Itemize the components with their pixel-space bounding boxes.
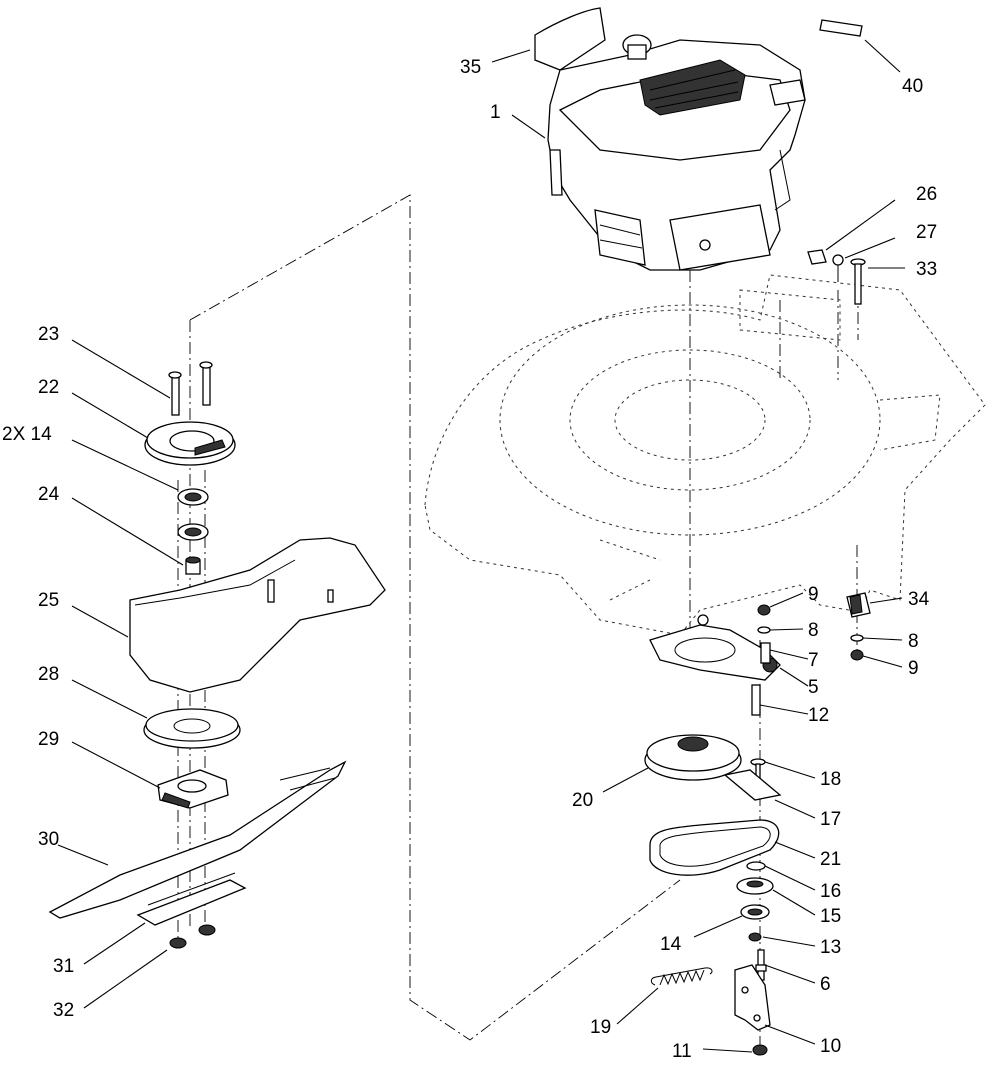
part-20-pulley — [644, 734, 742, 781]
callout-labels: 35 1 40 26 27 33 23 22 2X 14 24 25 28 29… — [2, 57, 937, 1062]
callout-21: 21 — [820, 849, 841, 870]
callout-1: 1 — [490, 102, 501, 123]
engine-assembly — [547, 34, 806, 271]
callout-35: 35 — [460, 57, 481, 78]
callout-8a: 8 — [808, 620, 819, 641]
callout-9a: 9 — [808, 584, 819, 605]
callout-31: 31 — [53, 956, 74, 977]
callout-23: 23 — [38, 324, 59, 345]
callout-7: 7 — [808, 650, 819, 671]
callout-19: 19 — [590, 1017, 611, 1038]
part-32-nuts — [169, 924, 216, 949]
part-25-shield — [129, 537, 386, 693]
callout-8b: 8 — [908, 631, 919, 652]
callout-30: 30 — [38, 829, 59, 850]
part-26-clip — [807, 249, 827, 265]
callout-18: 18 — [820, 769, 841, 790]
callout-33: 33 — [916, 259, 937, 280]
part-24-spacer — [185, 556, 201, 575]
part-40-decal — [819, 19, 863, 37]
callout-12: 12 — [808, 705, 829, 726]
callout-11: 11 — [672, 1041, 692, 1062]
callout-15: 15 — [820, 906, 841, 927]
part-12-bolt — [751, 684, 761, 716]
callout-5: 5 — [808, 677, 819, 698]
part-7-spacer — [760, 642, 771, 664]
callout-40: 40 — [902, 76, 923, 97]
part-9-nuts — [757, 604, 864, 661]
callout-25: 25 — [38, 590, 59, 611]
part-29-adapter — [157, 769, 229, 809]
part-15-pulley-bearing — [736, 877, 774, 895]
part-35-decal — [534, 7, 606, 71]
part-11-nut — [752, 1044, 768, 1056]
callout-34: 34 — [908, 589, 930, 610]
callout-13: 13 — [820, 937, 841, 958]
callout-16: 16 — [820, 881, 841, 902]
callout-22: 22 — [38, 377, 59, 398]
part-30-blade — [48, 760, 347, 919]
part-28-pulley — [143, 708, 241, 749]
callout-24: 24 — [38, 484, 60, 505]
part-31-stiffener — [136, 872, 247, 926]
mower-deck-outline — [424, 274, 986, 636]
callout-10: 10 — [820, 1036, 841, 1057]
callout-6: 6 — [820, 974, 831, 995]
part-17-bracket — [723, 769, 782, 801]
callout-26: 26 — [916, 184, 937, 205]
part-19-spring — [650, 967, 713, 986]
leader-lines — [57, 39, 905, 1053]
part-33-bolt — [850, 258, 866, 305]
part-14-bearings — [177, 488, 209, 541]
part-13-spacer — [748, 932, 762, 942]
part-16-washer — [746, 861, 766, 871]
part-10-bracket — [734, 964, 771, 1031]
part-34-block — [846, 592, 871, 618]
part-21-belt — [649, 819, 780, 876]
part-23-bolts — [168, 361, 213, 416]
callout-27: 27 — [916, 222, 937, 243]
part-14-bearing — [740, 904, 770, 920]
callout-2x-14: 2X 14 — [2, 424, 52, 445]
callout-29: 29 — [38, 729, 59, 750]
part-22-housing-plate — [144, 421, 236, 466]
callout-32: 32 — [53, 1000, 74, 1021]
callout-9b: 9 — [908, 658, 919, 679]
callout-28: 28 — [38, 664, 59, 685]
callout-17: 17 — [820, 809, 841, 830]
part-27-screw — [832, 254, 844, 282]
callout-14: 14 — [660, 934, 682, 955]
callout-20: 20 — [572, 790, 593, 811]
